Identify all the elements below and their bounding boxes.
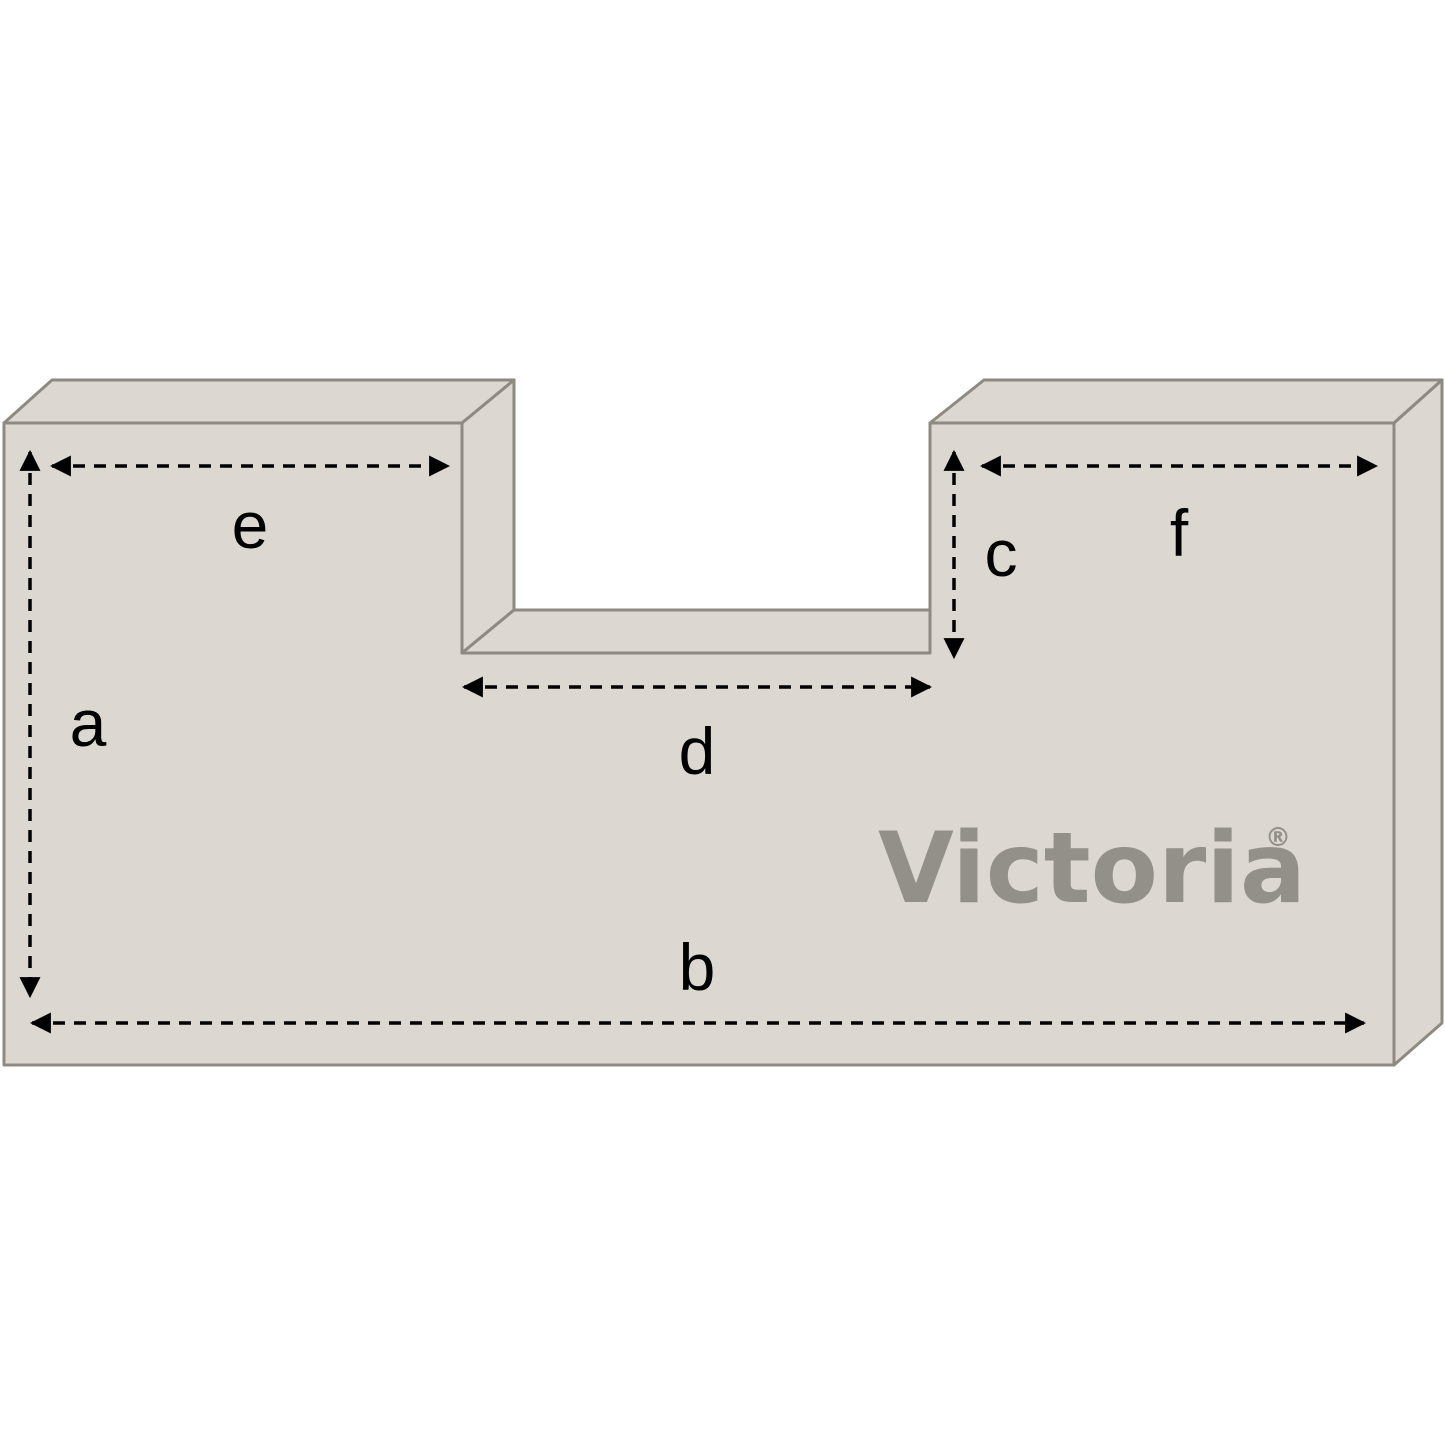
dimension-label-e: e: [232, 488, 269, 562]
left-inner-face: [460, 378, 516, 655]
registered-mark: ®: [1265, 823, 1291, 853]
left-top-face: [2, 378, 516, 425]
dimension-label-c: c: [985, 516, 1018, 590]
dimension-label-d: d: [679, 714, 716, 788]
dimension-label-b: b: [679, 930, 716, 1004]
panel-front-face: [2, 421, 1396, 1067]
right-side-face: [1392, 378, 1444, 1067]
brand-logo-text: Victoria: [878, 812, 1306, 926]
right-top-face: [928, 378, 1444, 425]
dimension-label-a: a: [70, 686, 107, 760]
dimension-label-f: f: [1170, 496, 1189, 570]
notch-floor-face: [460, 608, 932, 655]
